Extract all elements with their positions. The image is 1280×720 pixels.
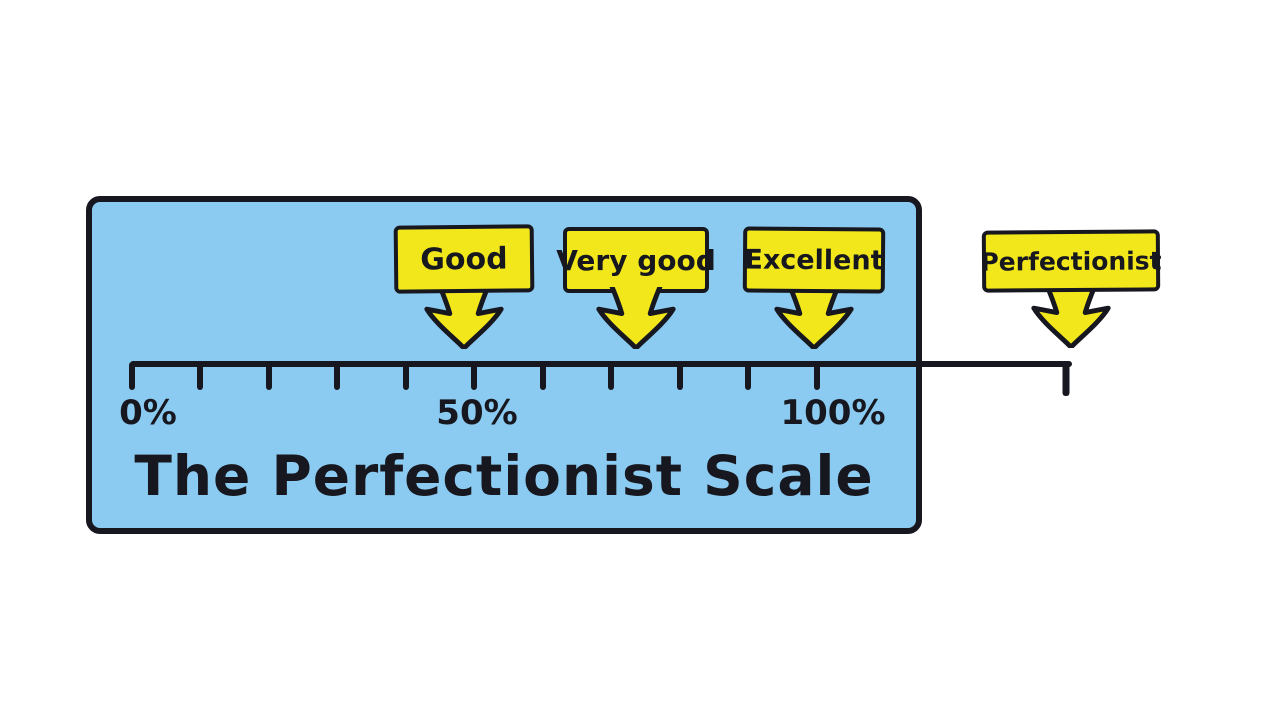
marker-good: Good [393,224,535,349]
axis-tick [266,362,272,390]
marker-excellent-label: Excellent [742,226,886,294]
down-arrow-icon [774,287,854,349]
down-arrow-icon [596,287,676,349]
down-arrow-icon [424,287,504,349]
tick-label-0: 0% [119,393,177,433]
marker-perfectionist: Perfectionist [980,229,1162,348]
axis-tick [745,362,751,390]
marker-perfectionist-label: Perfectionist [980,229,1162,293]
scale-axis-line [130,361,1072,367]
axis-tick [814,362,820,390]
axis-tick [608,362,614,390]
marker-excellent: Excellent [742,226,886,349]
axis-tick [197,362,203,390]
marker-good-label: Good [393,224,535,294]
axis-tick [677,362,683,390]
axis-tick [129,362,135,390]
tick-label-100: 100% [780,393,886,433]
marker-very-good: Very good [556,227,716,349]
axis-tick [471,362,477,390]
axis-tick [540,362,546,390]
marker-very-good-label: Very good [556,227,716,293]
axis-tick [403,362,409,390]
scale-title: The Perfectionist Scale [134,444,874,508]
axis-end-tick [1062,362,1070,396]
axis-tick [334,362,340,390]
down-arrow-icon [1031,286,1111,348]
tick-label-50: 50% [436,393,518,433]
